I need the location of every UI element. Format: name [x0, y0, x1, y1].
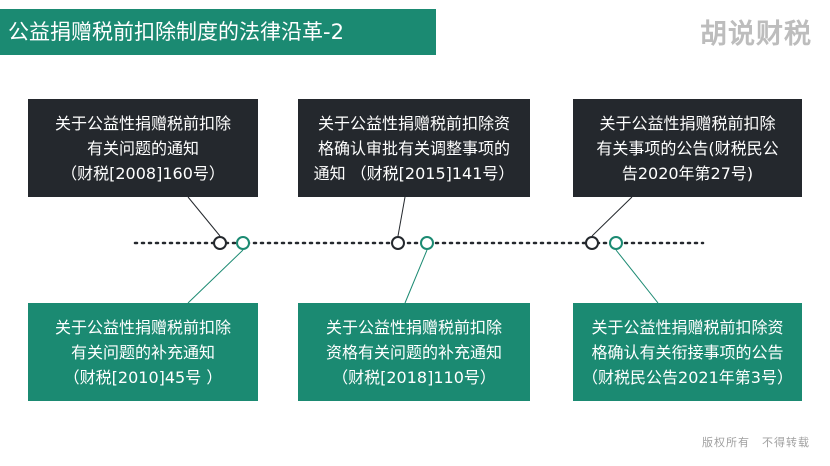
bottom-box-2-line-3: （财税[2018]110号）: [332, 367, 496, 387]
brand-logo: 胡说财税: [700, 19, 812, 50]
timeline-node-dark-3: [585, 236, 599, 250]
bottom-box-3: 关于公益性捐赠税前扣除资 格确认有关衔接事项的公告 （财税民公告2021年第3号…: [573, 303, 802, 401]
top-box-1: 关于公益性捐赠税前扣除 有关问题的通知 （财税[2008]160号）: [28, 99, 258, 197]
top-box-2: 关于公益性捐赠税前扣除资 格确认审批有关调整事项的 通知 （财税[2015]14…: [298, 99, 530, 197]
page-title: 公益捐赠税前扣除制度的法律沿革-2: [0, 9, 436, 55]
top-box-3-line-3: 告2020年第27号): [621, 163, 754, 183]
top-box-3-line-1: 关于公益性捐赠税前扣除: [599, 113, 776, 133]
connector-top-1: [187, 196, 221, 237]
timeline-node-dark-1: [213, 236, 227, 250]
bottom-box-3-line-2: 格确认有关衔接事项的公告: [591, 342, 784, 362]
top-box-1-line-2: 有关问题的通知: [86, 138, 199, 158]
bottom-box-1: 关于公益性捐赠税前扣除 有关问题的补充通知 （财税[2010]45号 ）: [28, 303, 258, 401]
top-box-1-line-3: （财税[2008]160号）: [61, 163, 225, 183]
top-box-2-line-3: 通知 （财税[2015]141号）: [313, 163, 515, 183]
bottom-box-2: 关于公益性捐赠税前扣除 资格有关问题的补充通知 （财税[2018]110号）: [298, 303, 530, 401]
bottom-box-3-line-1: 关于公益性捐赠税前扣除资: [591, 317, 784, 337]
bottom-box-1-line-2: 有关问题的补充通知: [70, 342, 215, 362]
connector-top-2: [397, 196, 406, 237]
copyright-footer: 版权所有 不得转载: [702, 436, 810, 449]
timeline-node-green-1: [236, 236, 250, 250]
connector-bottom-3: [615, 249, 659, 304]
bottom-box-2-line-2: 资格有关问题的补充通知: [325, 342, 502, 362]
timeline-node-green-2: [420, 236, 434, 250]
bottom-box-1-line-1: 关于公益性捐赠税前扣除: [54, 317, 231, 337]
bottom-box-3-line-3: （财税民公告2021年第3号）: [582, 367, 793, 387]
top-box-1-line-1: 关于公益性捐赠税前扣除: [54, 113, 231, 133]
timeline-node-dark-2: [391, 236, 405, 250]
top-box-2-line-1: 关于公益性捐赠税前扣除资: [317, 113, 510, 133]
top-box-2-line-2: 格确认审批有关调整事项的: [317, 138, 510, 158]
connector-bottom-2: [404, 249, 428, 304]
bottom-box-1-line-3: （财税[2010]45号 ）: [63, 367, 223, 387]
top-box-3: 关于公益性捐赠税前扣除 有关事项的公告(财税民公 告2020年第27号): [573, 99, 802, 197]
timeline-node-green-3: [609, 236, 623, 250]
bottom-box-2-line-1: 关于公益性捐赠税前扣除: [325, 317, 502, 337]
connector-top-3: [591, 196, 633, 237]
top-box-3-line-2: 有关事项的公告(财税民公: [596, 138, 779, 158]
connector-bottom-1: [187, 249, 244, 304]
